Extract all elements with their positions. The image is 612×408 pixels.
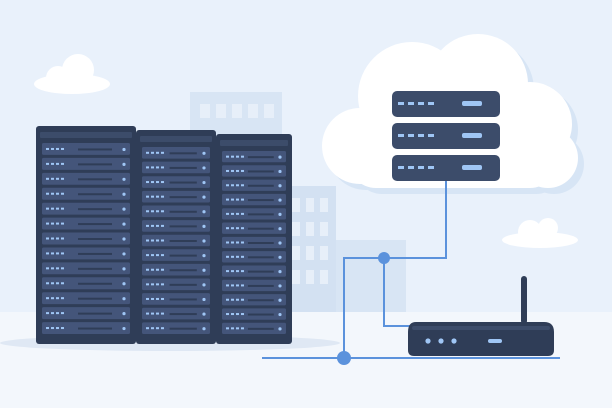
wire-hub-left bbox=[343, 257, 384, 358]
network-node-upper bbox=[378, 252, 390, 264]
rack-slot bbox=[222, 322, 286, 334]
router-body bbox=[408, 322, 554, 356]
cloud-server-stack bbox=[392, 91, 500, 181]
rack-slot bbox=[42, 217, 130, 230]
cloud-server-unit bbox=[392, 155, 500, 181]
router bbox=[408, 276, 554, 356]
rack-slot bbox=[222, 222, 286, 234]
wire-hub-to-router bbox=[383, 258, 412, 327]
rack-slot bbox=[42, 232, 130, 245]
rack-slot bbox=[222, 208, 286, 220]
rack-slot bbox=[222, 308, 286, 320]
building-windows bbox=[200, 104, 328, 284]
cloud-small-right bbox=[502, 218, 578, 248]
rack-slot bbox=[222, 251, 286, 263]
rack-slot bbox=[42, 247, 130, 260]
rack-slot bbox=[42, 292, 130, 305]
network-wires bbox=[262, 180, 560, 359]
cloud-server-unit bbox=[392, 123, 500, 149]
rack-slot bbox=[142, 176, 210, 188]
rack-slot bbox=[42, 277, 130, 290]
rack-slot bbox=[42, 202, 130, 215]
rack-slot bbox=[142, 234, 210, 247]
rack-slot bbox=[142, 307, 210, 320]
rack-slot bbox=[42, 307, 130, 320]
rack-slot bbox=[142, 220, 210, 232]
router-led bbox=[451, 338, 457, 344]
building-right bbox=[336, 240, 406, 312]
router-led bbox=[425, 338, 431, 344]
rack-slot bbox=[142, 322, 210, 334]
rack-slot bbox=[142, 249, 210, 261]
rack-slot bbox=[142, 147, 210, 159]
rack-slot bbox=[222, 151, 286, 163]
rack-slot bbox=[222, 179, 286, 191]
rack-slot bbox=[42, 143, 130, 155]
wire-cloud-to-hub bbox=[384, 180, 447, 259]
rack-slot bbox=[222, 236, 286, 249]
cloud-small-left bbox=[34, 54, 110, 94]
server-rack-middle bbox=[136, 130, 216, 344]
cloud-server-unit bbox=[392, 91, 500, 117]
rack-slot bbox=[42, 157, 130, 170]
rack-slot bbox=[222, 165, 286, 177]
antenna-icon bbox=[521, 276, 527, 324]
rack-slot bbox=[42, 322, 130, 334]
server-racks bbox=[36, 126, 292, 344]
rack-slot bbox=[42, 262, 130, 275]
rack-slot bbox=[142, 161, 210, 174]
rack-slot bbox=[142, 278, 210, 291]
rack-slot bbox=[42, 187, 130, 200]
server-rack-right bbox=[216, 134, 292, 344]
rack-slot bbox=[222, 265, 286, 277]
rack-slot bbox=[142, 263, 210, 276]
rack-slot bbox=[142, 190, 210, 203]
router-led bbox=[438, 338, 444, 344]
rack-slot bbox=[142, 205, 210, 218]
network-node-lower bbox=[337, 351, 351, 365]
rack-slot bbox=[222, 279, 286, 292]
rack-slot bbox=[222, 294, 286, 306]
rack-slot bbox=[142, 293, 210, 305]
router-status-bar bbox=[488, 339, 502, 343]
rack-slot bbox=[222, 193, 286, 206]
server-rack-left bbox=[36, 126, 136, 344]
rack-slot bbox=[42, 172, 130, 185]
